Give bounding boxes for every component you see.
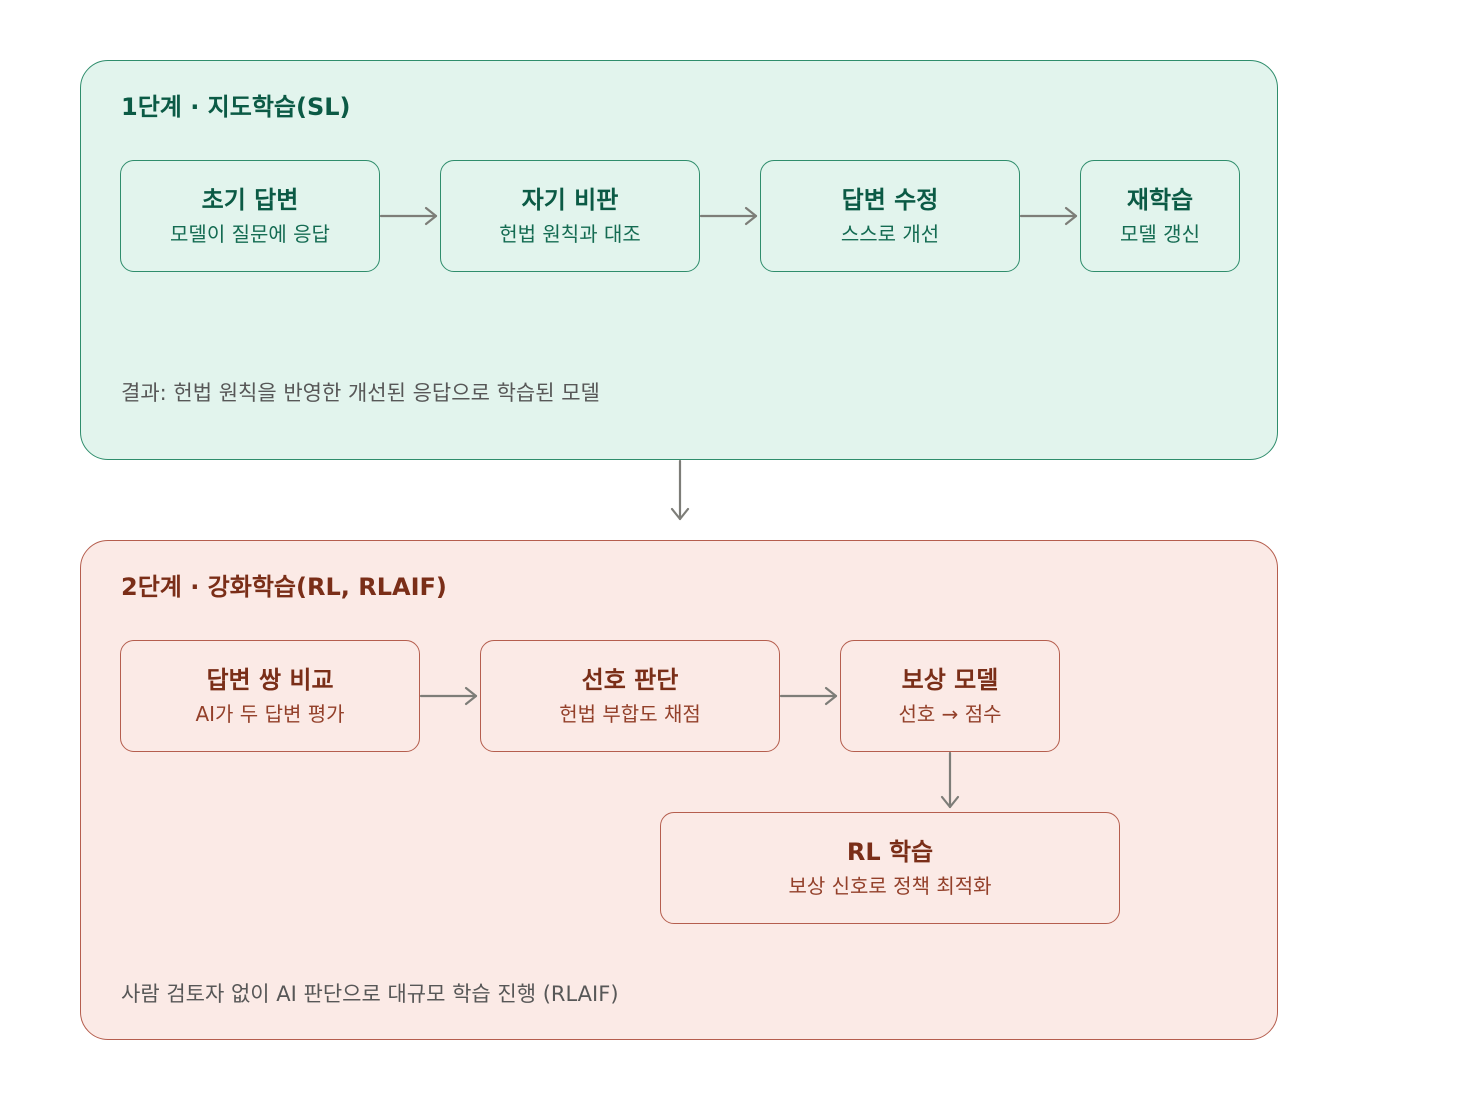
- node-subtitle: 선호 → 점수: [898, 702, 1002, 726]
- node-subtitle: 헌법 부합도 채점: [559, 702, 701, 726]
- node-subtitle: AI가 두 답변 평가: [195, 702, 345, 726]
- node-compare-pairs: 답변 쌍 비교 AI가 두 답변 평가: [120, 640, 420, 752]
- node-preference-judgment: 선호 판단 헌법 부합도 채점: [480, 640, 780, 752]
- node-subtitle: 스스로 개선: [840, 222, 940, 246]
- stage1-title: 1단계 · 지도학습(SL): [121, 93, 351, 121]
- stage2-panel: 2단계 · 강화학습(RL, RLAIF) 사람 검토자 없이 AI 판단으로 …: [80, 540, 1278, 1040]
- node-reward-model: 보상 모델 선호 → 점수: [840, 640, 1060, 752]
- node-title: 선호 판단: [581, 666, 679, 694]
- arrow-stage1-to-stage2: [670, 459, 690, 521]
- node-title: 자기 비판: [521, 186, 619, 214]
- node-title: 답변 쌍 비교: [206, 666, 334, 694]
- node-title: 답변 수정: [841, 186, 939, 214]
- node-subtitle: 헌법 원칙과 대조: [499, 222, 641, 246]
- node-title: 초기 답변: [201, 186, 299, 214]
- node-retrain: 재학습 모델 갱신: [1080, 160, 1240, 272]
- node-rl-training: RL 학습 보상 신호로 정책 최적화: [660, 812, 1120, 924]
- stage1-note: 결과: 헌법 원칙을 반영한 개선된 응답으로 학습된 모델: [121, 381, 600, 405]
- node-title: 재학습: [1126, 186, 1194, 214]
- node-subtitle: 모델 갱신: [1120, 222, 1200, 246]
- stage2-title: 2단계 · 강화학습(RL, RLAIF): [121, 573, 447, 601]
- node-title: RL 학습: [846, 838, 934, 866]
- stage2-note: 사람 검토자 없이 AI 판단으로 대규모 학습 진행 (RLAIF): [121, 982, 619, 1006]
- node-title: 보상 모델: [901, 666, 999, 694]
- node-revise-answer: 답변 수정 스스로 개선: [760, 160, 1020, 272]
- node-subtitle: 모델이 질문에 응답: [170, 222, 330, 246]
- node-self-critique: 자기 비판 헌법 원칙과 대조: [440, 160, 700, 272]
- node-initial-answer: 초기 답변 모델이 질문에 응답: [120, 160, 380, 272]
- node-subtitle: 보상 신호로 정책 최적화: [788, 874, 992, 898]
